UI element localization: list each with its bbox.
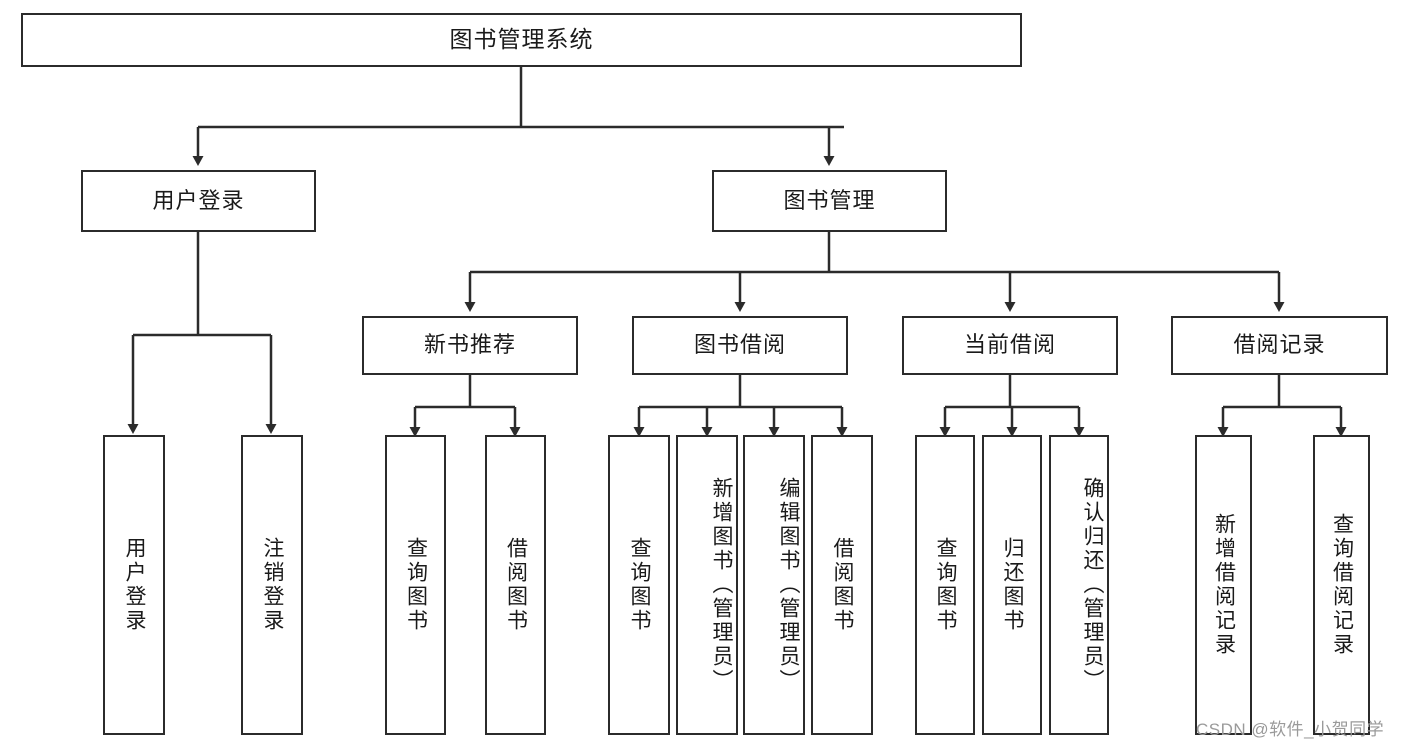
node-label: 确认归还（管理员） [1081,477,1104,693]
leaf-borrow-borrow-book[interactable]: 借阅图书 [811,435,873,735]
node-label: 当前借阅 [963,332,1056,358]
node-label: 借阅图书 [831,537,854,633]
leaf-current-query-book[interactable]: 查询图书 [915,435,975,735]
node-current-borrow[interactable]: 当前借阅 [902,316,1118,375]
node-label: 查询图书 [628,537,651,633]
node-label: 新增图书（管理员） [710,477,733,693]
node-label: 图书管理 [783,187,876,213]
leaf-new-book-borrow[interactable]: 借阅图书 [485,435,546,735]
leaf-borrow-add-book-admin[interactable]: 新增图书（管理员） [676,435,738,735]
leaf-borrow-query-book[interactable]: 查询图书 [608,435,670,735]
node-label: 新增借阅记录 [1212,513,1236,657]
node-book-borrow[interactable]: 图书借阅 [632,316,848,375]
leaf-current-confirm-return-admin[interactable]: 确认归还（管理员） [1049,435,1109,735]
leaf-current-return-book[interactable]: 归还图书 [982,435,1042,735]
node-label: 新书推荐 [423,332,516,358]
node-label: 编辑图书（管理员） [777,477,800,693]
leaf-records-add-record[interactable]: 新增借阅记录 [1195,435,1252,735]
node-label: 查询图书 [404,537,428,633]
leaf-user-login-logout[interactable]: 注销登录 [241,435,303,735]
node-user-login[interactable]: 用户登录 [81,170,316,232]
node-book-management[interactable]: 图书管理 [712,170,947,232]
csdn-watermark: CSDN @软件_小贺同学 [1196,720,1385,739]
node-label: 借阅记录 [1233,332,1326,358]
node-label: 归还图书 [1001,537,1024,633]
leaf-borrow-edit-book-admin[interactable]: 编辑图书（管理员） [743,435,805,735]
node-label: 注销登录 [261,537,284,633]
node-book-management-system[interactable]: 图书管理系统 [21,13,1022,67]
node-label: 用户登录 [123,537,146,633]
node-borrow-records[interactable]: 借阅记录 [1171,316,1388,375]
node-new-book-recommend[interactable]: 新书推荐 [362,316,578,375]
leaf-new-book-query[interactable]: 查询图书 [385,435,446,735]
node-label: 查询图书 [934,537,957,633]
node-label: 借阅图书 [504,537,528,633]
node-label: 图书借阅 [693,332,786,358]
node-label: 图书管理系统 [449,26,594,53]
node-label: 查询借阅记录 [1330,513,1354,657]
node-label: 用户登录 [152,187,245,213]
leaf-records-query-record[interactable]: 查询借阅记录 [1313,435,1370,735]
leaf-user-login-login[interactable]: 用户登录 [103,435,165,735]
